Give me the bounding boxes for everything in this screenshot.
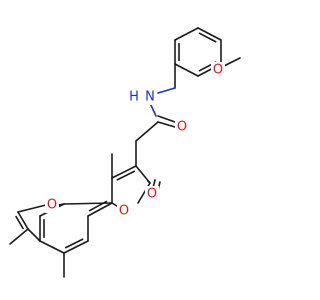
bond xyxy=(9,228,29,245)
bond xyxy=(65,238,84,249)
bond xyxy=(17,204,47,213)
bond xyxy=(198,32,217,43)
amide-oxygen-label: O xyxy=(177,120,187,135)
bond xyxy=(223,57,241,67)
bond xyxy=(174,63,199,77)
methoxy-oxygen-label: O xyxy=(213,63,223,78)
bond xyxy=(15,215,24,230)
bond xyxy=(135,165,151,184)
amide-hydrogen-label: H xyxy=(129,90,139,105)
bond xyxy=(87,202,113,217)
bonds-layer xyxy=(9,27,241,278)
bond xyxy=(111,165,137,179)
bond xyxy=(17,211,29,230)
molecule-structure: O O N H O O O xyxy=(9,27,241,278)
bond xyxy=(157,87,176,94)
pyranone-ring-oxygen-label: O xyxy=(119,204,129,219)
atom-labels-layer: O O N H O O O xyxy=(45,62,225,219)
bond xyxy=(116,170,135,181)
bond xyxy=(157,115,176,123)
bond xyxy=(63,202,113,205)
bond xyxy=(39,240,65,254)
lactone-carbonyl-oxygen-label: O xyxy=(147,187,157,202)
bond xyxy=(157,121,176,128)
bond xyxy=(27,228,41,242)
bond xyxy=(197,27,222,41)
bond xyxy=(174,27,199,41)
amide-nitrogen-label: N xyxy=(145,90,155,105)
bond xyxy=(63,240,89,254)
bond xyxy=(135,121,159,142)
furan-oxygen-label: O xyxy=(47,198,57,213)
bond xyxy=(149,102,157,117)
